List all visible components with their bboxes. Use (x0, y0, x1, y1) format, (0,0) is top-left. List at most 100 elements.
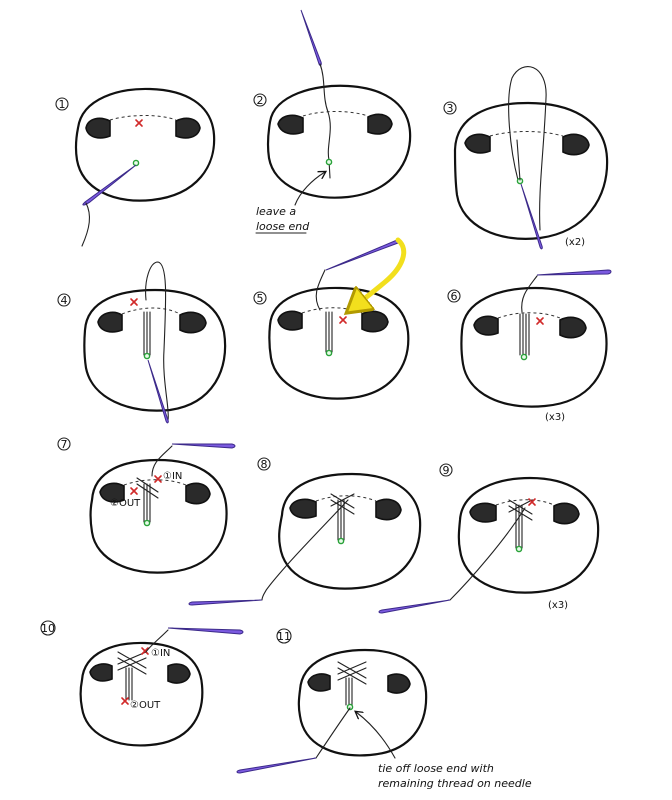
cross-mark (135, 119, 143, 127)
needle (325, 239, 401, 271)
step-8-panel: 8 (188, 457, 422, 606)
cross-mark (121, 697, 129, 705)
needle (171, 443, 236, 449)
step-number: 8 (261, 458, 268, 471)
entry-point-dot (520, 353, 528, 361)
needle (378, 599, 451, 614)
needle (167, 627, 244, 635)
step-number-circle (276, 628, 292, 644)
step-number-circle (40, 620, 56, 636)
note-line-1: leave a (256, 205, 296, 218)
cross-mark (528, 498, 536, 506)
left-eye (85, 117, 111, 139)
right-eye (185, 482, 211, 505)
left-eye (89, 663, 113, 682)
cross-mark (154, 475, 162, 483)
step-number: 5 (257, 292, 264, 305)
stitch-bundle (325, 311, 333, 353)
step-5-panel: 5 (253, 237, 410, 400)
entry-point-dot (515, 545, 523, 553)
seam-line (121, 307, 181, 315)
step-4-panel: 4 (57, 261, 227, 424)
needle (236, 757, 317, 774)
step-number-circle (55, 97, 69, 111)
needle (300, 9, 322, 66)
face-outline (457, 476, 600, 594)
pointer-arrow (294, 172, 325, 206)
face-outline (453, 101, 609, 240)
entry-point-dot (325, 349, 333, 357)
left-eye (473, 315, 499, 336)
in-label: ①IN (151, 648, 170, 659)
thread-loop (508, 66, 547, 231)
step-6-panel: 6 (x3) (447, 269, 612, 423)
cross-mark (339, 316, 347, 324)
entry-point-dot (143, 352, 151, 360)
seam-line (302, 111, 369, 117)
thread (81, 202, 91, 247)
cross-mark (141, 647, 149, 655)
needle (147, 359, 169, 424)
right-eye (367, 113, 393, 135)
face-outline (268, 286, 410, 400)
right-eye (562, 133, 590, 156)
thread (315, 707, 351, 759)
repeat-count: (x2) (565, 237, 585, 248)
left-eye (97, 311, 123, 333)
thread-loop (145, 261, 169, 421)
step-number: 3 (447, 102, 454, 115)
direction-arrow (350, 237, 407, 310)
out-label: ②OUT (110, 498, 141, 509)
entry-point-dot (143, 519, 151, 527)
cross-mark (130, 487, 138, 495)
step-10-panel: 10 ①IN ②OUT (40, 620, 244, 747)
cross-mark (130, 298, 138, 306)
entry-point-dot (325, 158, 333, 166)
repeat-count: (x3) (548, 600, 568, 611)
pointer-arrow (356, 712, 396, 759)
right-eye (179, 311, 207, 334)
step-number-circle (443, 101, 457, 115)
right-eye (375, 498, 402, 521)
seam-line (495, 499, 555, 506)
needle (188, 599, 263, 606)
out-label: ②OUT (130, 700, 161, 711)
step-number-circle (57, 293, 71, 307)
thread (315, 269, 326, 311)
stitch-bundle (519, 313, 530, 356)
face-outline (74, 87, 216, 202)
seam-line (489, 131, 564, 137)
left-eye (277, 114, 304, 135)
step-number-circle (253, 93, 267, 107)
step-number-circle (447, 289, 461, 303)
step-number-circle (257, 457, 271, 471)
left-eye (99, 482, 125, 503)
cross-mark (536, 317, 544, 325)
step-2-panel: 2 leave a loose end (253, 9, 412, 234)
left-eye (464, 133, 491, 154)
step-number-circle (439, 463, 453, 477)
face-outline (460, 286, 608, 408)
entry-point-dot (346, 703, 354, 711)
step-number-circle (253, 291, 267, 305)
step-number: 7 (61, 438, 68, 451)
face-outline (79, 641, 204, 747)
seam-line (123, 479, 187, 486)
step-1-panel: 1 (55, 87, 216, 247)
stitch-bundle (136, 477, 159, 523)
step-9-panel: 9 (x3) (378, 463, 600, 614)
needle (82, 164, 137, 206)
face-outline (89, 458, 228, 574)
left-eye (307, 673, 331, 692)
entry-point-dot (132, 159, 140, 167)
step-number-circle (57, 437, 71, 451)
step-number: 11 (277, 630, 291, 643)
thread (521, 275, 538, 313)
needle (520, 183, 543, 250)
stitch-bundle (330, 493, 355, 541)
note-line-2: remaining thread on needle (378, 777, 532, 790)
step-7-panel: 7 ①IN ②OUT (57, 437, 236, 574)
seam-line (315, 495, 377, 502)
face-outline (278, 472, 422, 590)
